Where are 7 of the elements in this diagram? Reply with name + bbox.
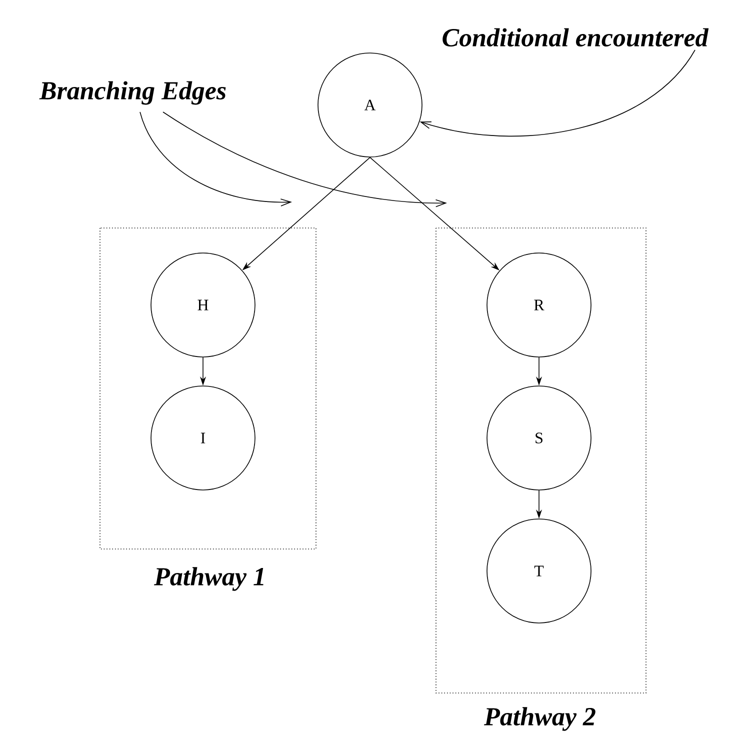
callout-text: Branching Edges bbox=[39, 81, 226, 105]
leader-arrow bbox=[420, 50, 696, 136]
leader-arrow bbox=[140, 112, 292, 206]
node-label: Pathway 1 bbox=[154, 567, 264, 591]
node-label: Pathway 2 bbox=[484, 707, 596, 731]
leader-arrow bbox=[162, 112, 447, 208]
callout-text: Conditional encountered bbox=[442, 28, 709, 47]
